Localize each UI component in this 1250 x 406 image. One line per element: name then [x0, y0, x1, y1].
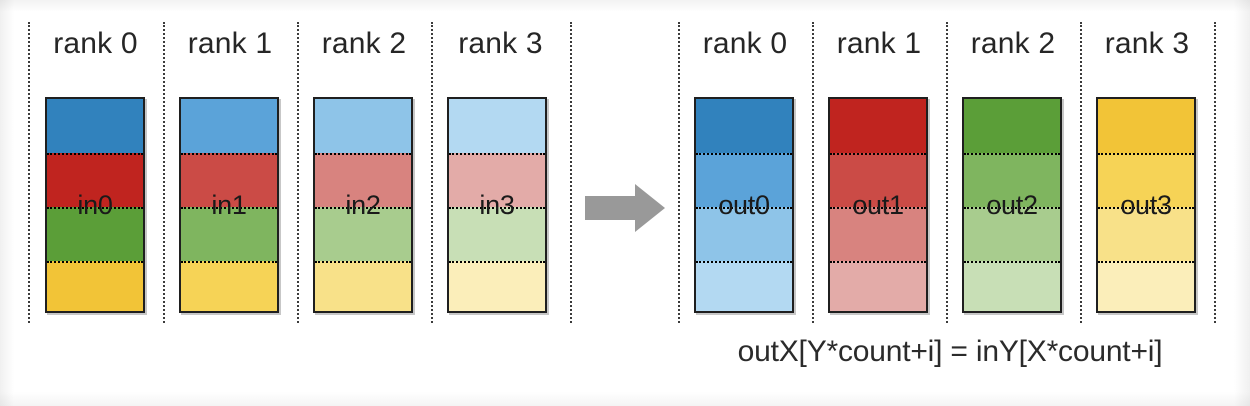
separator-output-3: [1080, 22, 1082, 323]
segment-from-rank-1: [47, 153, 143, 207]
segment-from-rank-3: [315, 261, 411, 311]
segment-from-rank-0: [315, 99, 411, 153]
segment-from-rank-2: [830, 207, 926, 261]
segment-from-rank-2: [47, 207, 143, 261]
segment-from-rank-2: [449, 207, 545, 261]
segment-from-rank-3: [47, 261, 143, 311]
separator-input-1: [163, 22, 165, 323]
rank-label-output-0: rank 0: [702, 27, 788, 60]
segment-from-rank-0: [181, 99, 277, 153]
output-buffer-rank-2[interactable]: [962, 97, 1062, 313]
segment-from-rank-3: [964, 261, 1060, 311]
segment-from-rank-3: [696, 261, 792, 311]
separator-input-0: [28, 22, 30, 323]
segment-from-rank-1: [449, 153, 545, 207]
separator-output-1: [812, 22, 814, 323]
rank-label-input-0: rank 0: [53, 27, 138, 60]
rank-label-output-1: rank 1: [836, 27, 922, 60]
output-buffer-rank-1[interactable]: [828, 97, 928, 313]
segment-from-rank-2: [181, 207, 277, 261]
input-buffer-rank-0[interactable]: [45, 97, 145, 313]
rank-label-input-2: rank 2: [321, 27, 407, 60]
segment-from-rank-1: [315, 153, 411, 207]
separator-input-2: [297, 22, 299, 323]
segment-from-rank-0: [964, 99, 1060, 153]
segment-from-rank-0: [830, 99, 926, 153]
segment-from-rank-2: [964, 207, 1060, 261]
segment-from-rank-3: [449, 261, 545, 311]
input-buffer-rank-3[interactable]: [447, 97, 547, 313]
transpose-formula: outX[Y*count+i] = inY[X*count+i]: [737, 335, 1163, 368]
separator-input-4: [570, 22, 572, 323]
segment-from-rank-0: [47, 99, 143, 153]
segment-from-rank-0: [449, 99, 545, 153]
rank-label-input-3: rank 3: [458, 27, 543, 60]
rank-label-output-2: rank 2: [970, 27, 1056, 60]
segment-from-rank-3: [830, 261, 926, 311]
right-arrow-icon: [583, 182, 667, 234]
segment-from-rank-2: [1098, 207, 1194, 261]
separator-output-2: [946, 22, 948, 323]
segment-from-rank-2: [696, 207, 792, 261]
segment-from-rank-1: [181, 153, 277, 207]
segment-from-rank-1: [964, 153, 1060, 207]
input-buffer-rank-1[interactable]: [179, 97, 279, 313]
rank-label-input-1: rank 1: [187, 27, 273, 60]
segment-from-rank-1: [696, 153, 792, 207]
segment-from-rank-1: [1098, 153, 1194, 207]
separator-output-0: [678, 22, 680, 323]
segment-from-rank-3: [1098, 261, 1194, 311]
rank-label-output-3: rank 3: [1104, 27, 1190, 60]
segment-from-rank-0: [1098, 99, 1194, 153]
separator-output-4: [1214, 22, 1216, 323]
output-buffer-rank-0[interactable]: [694, 97, 794, 313]
segment-from-rank-2: [315, 207, 411, 261]
segment-from-rank-0: [696, 99, 792, 153]
output-buffer-rank-3[interactable]: [1096, 97, 1196, 313]
segment-from-rank-1: [830, 153, 926, 207]
input-buffer-rank-2[interactable]: [313, 97, 413, 313]
separator-input-3: [431, 22, 433, 323]
segment-from-rank-3: [181, 261, 277, 311]
